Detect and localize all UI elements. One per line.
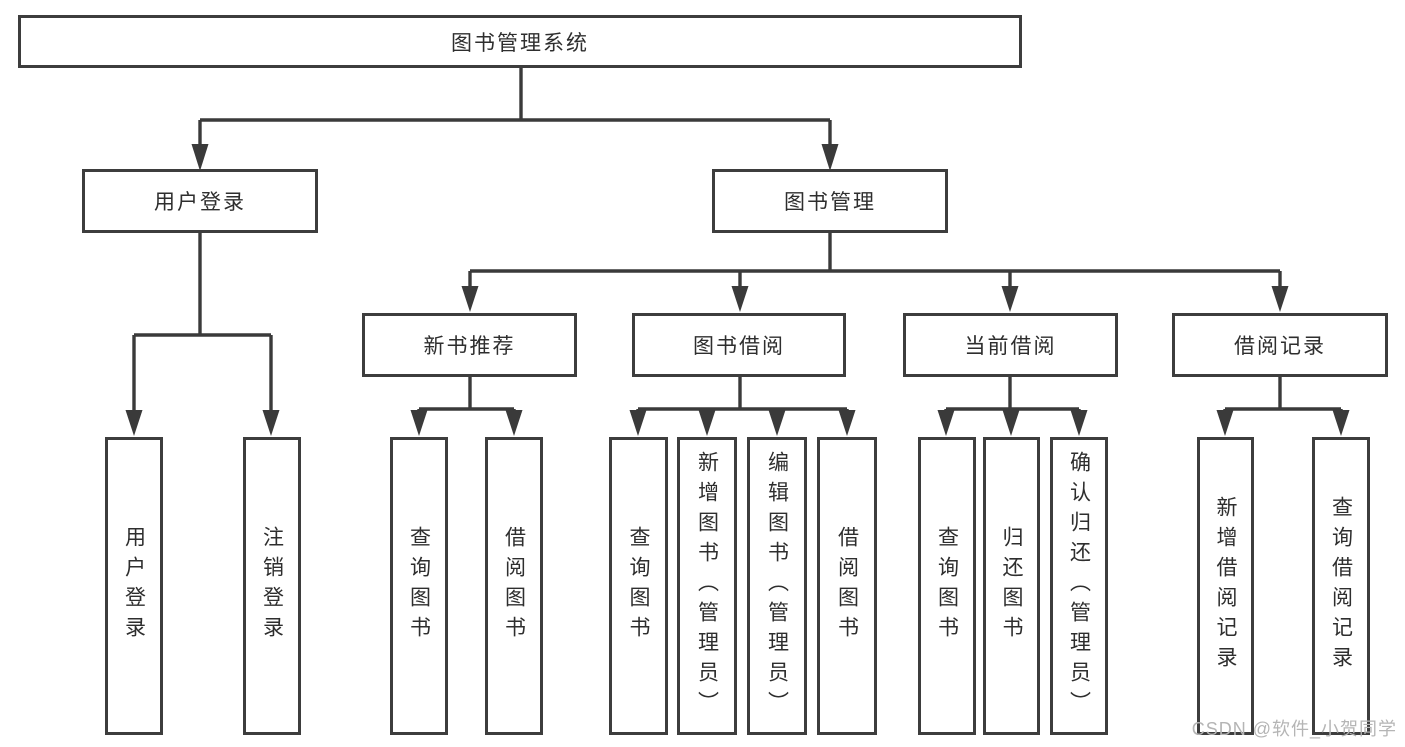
node-current-borrowing: 当前借阅 bbox=[903, 313, 1118, 377]
csdn-watermark: CSDN @软件_小贺同学 bbox=[1191, 719, 1397, 739]
leaf-label: 确认归还（管理员） bbox=[1067, 451, 1091, 721]
leaf-label: 借阅图书 bbox=[835, 526, 859, 646]
leaf-add-book-admin: 新增图书（管理员） bbox=[677, 437, 737, 735]
leaf-query-borrow-record: 查询借阅记录 bbox=[1312, 437, 1370, 735]
leaf-label: 新增图书（管理员） bbox=[695, 451, 719, 721]
node-borrow-records: 借阅记录 bbox=[1172, 313, 1388, 377]
node-label: 新书推荐 bbox=[423, 335, 516, 358]
leaf-label: 新增借阅记录 bbox=[1214, 496, 1237, 676]
leaf-query-books-newbooks: 查询图书 bbox=[390, 437, 448, 735]
leaf-edit-book-admin: 编辑图书（管理员） bbox=[747, 437, 807, 735]
leaf-return-books: 归还图书 bbox=[983, 437, 1040, 735]
node-label: 当前借阅 bbox=[964, 335, 1057, 358]
node-label: 用户登录 bbox=[154, 191, 246, 214]
leaf-borrow-books-newbooks: 借阅图书 bbox=[485, 437, 543, 735]
leaf-query-books-current: 查询图书 bbox=[918, 437, 976, 735]
node-label: 借阅记录 bbox=[1234, 335, 1326, 358]
leaf-label: 查询借阅记录 bbox=[1329, 496, 1353, 676]
leaf-add-borrow-record: 新增借阅记录 bbox=[1197, 437, 1254, 735]
node-label: 图书借阅 bbox=[693, 335, 785, 358]
leaf-borrow-books-borrowing: 借阅图书 bbox=[817, 437, 877, 735]
leaf-label: 查询图书 bbox=[935, 526, 959, 646]
leaf-label: 查询图书 bbox=[407, 526, 431, 646]
node-library-system: 图书管理系统 bbox=[18, 15, 1022, 68]
node-label: 图书管理系统 bbox=[451, 31, 589, 55]
leaf-label: 编辑图书（管理员） bbox=[765, 451, 789, 721]
leaf-logout: 注销登录 bbox=[243, 437, 301, 735]
leaf-label: 用户登录 bbox=[122, 526, 146, 646]
connector-lines bbox=[132, 68, 1343, 414]
leaf-user-login: 用户登录 bbox=[105, 437, 163, 735]
node-label: 图书管理 bbox=[784, 191, 876, 214]
node-book-borrowing: 图书借阅 bbox=[632, 313, 846, 377]
leaf-label: 注销登录 bbox=[260, 526, 284, 646]
node-user-login: 用户登录 bbox=[82, 169, 318, 233]
leaf-query-books-borrowing: 查询图书 bbox=[609, 437, 668, 735]
leaf-confirm-return-admin: 确认归还（管理员） bbox=[1050, 437, 1108, 735]
leaf-label: 借阅图书 bbox=[502, 526, 526, 646]
leaf-label: 归还图书 bbox=[1000, 526, 1023, 646]
node-new-book-recommend: 新书推荐 bbox=[362, 313, 577, 377]
leaf-label: 查询图书 bbox=[627, 526, 650, 646]
arrowhead-icons bbox=[125, 144, 1350, 436]
node-book-management: 图书管理 bbox=[712, 169, 948, 233]
